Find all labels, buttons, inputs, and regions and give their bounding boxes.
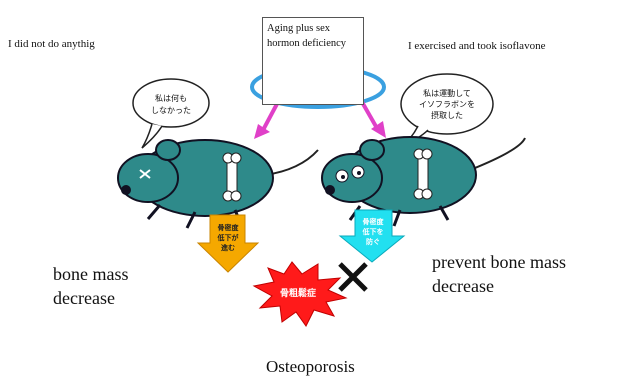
speech-right-line2: イソフラボンを (419, 100, 475, 109)
hormone-box-text: Aging plus sex hormon deficiency (267, 23, 346, 49)
arrow-right-line2: 低下を (362, 227, 384, 236)
arrow-right-line1: 骨密度 (363, 217, 385, 226)
arrow-left-line2: 低下が (217, 233, 239, 242)
speech-left-line1: 私は何も (155, 93, 187, 103)
caption-right: I exercised and took isoflavone (408, 40, 545, 52)
arrow-left-decrease: 骨密度 低下が 進む (198, 215, 258, 272)
label-prevent-bone-mass-decrease: prevent bone mass decrease (432, 250, 612, 298)
caption-left: I did not do anythig (8, 38, 95, 50)
pointer-arrow-right (362, 102, 386, 138)
speech-right-line3: 摂取した (431, 110, 463, 120)
arrow-left-line1: 骨密度 (218, 223, 240, 232)
speech-bubble-left: 私は何も しなかった (133, 79, 209, 148)
speech-right-line1: 私は運動して (423, 89, 471, 98)
speech-bubble-right: 私は運動して イソフラボンを 摂取した (401, 74, 493, 146)
block-x-icon (340, 264, 366, 290)
arrow-left-line3: 進む (221, 243, 235, 252)
osteoporosis-starburst: 骨粗鬆症 (254, 262, 346, 326)
label-osteoporosis: Osteoporosis (266, 357, 355, 377)
hormone-deficiency-box: Aging plus sex hormon deficiency (262, 17, 364, 105)
pointer-arrow-left (254, 102, 278, 139)
mouse-right (322, 137, 525, 226)
arrow-right-prevent: 骨密度 低下を 防ぐ (340, 210, 404, 262)
speech-left-line2: しなかった (151, 106, 191, 115)
starburst-text: 骨粗鬆症 (280, 287, 316, 299)
label-bone-mass-decrease: bone mass decrease (53, 262, 183, 310)
arrow-right-line3: 防ぐ (366, 237, 380, 246)
